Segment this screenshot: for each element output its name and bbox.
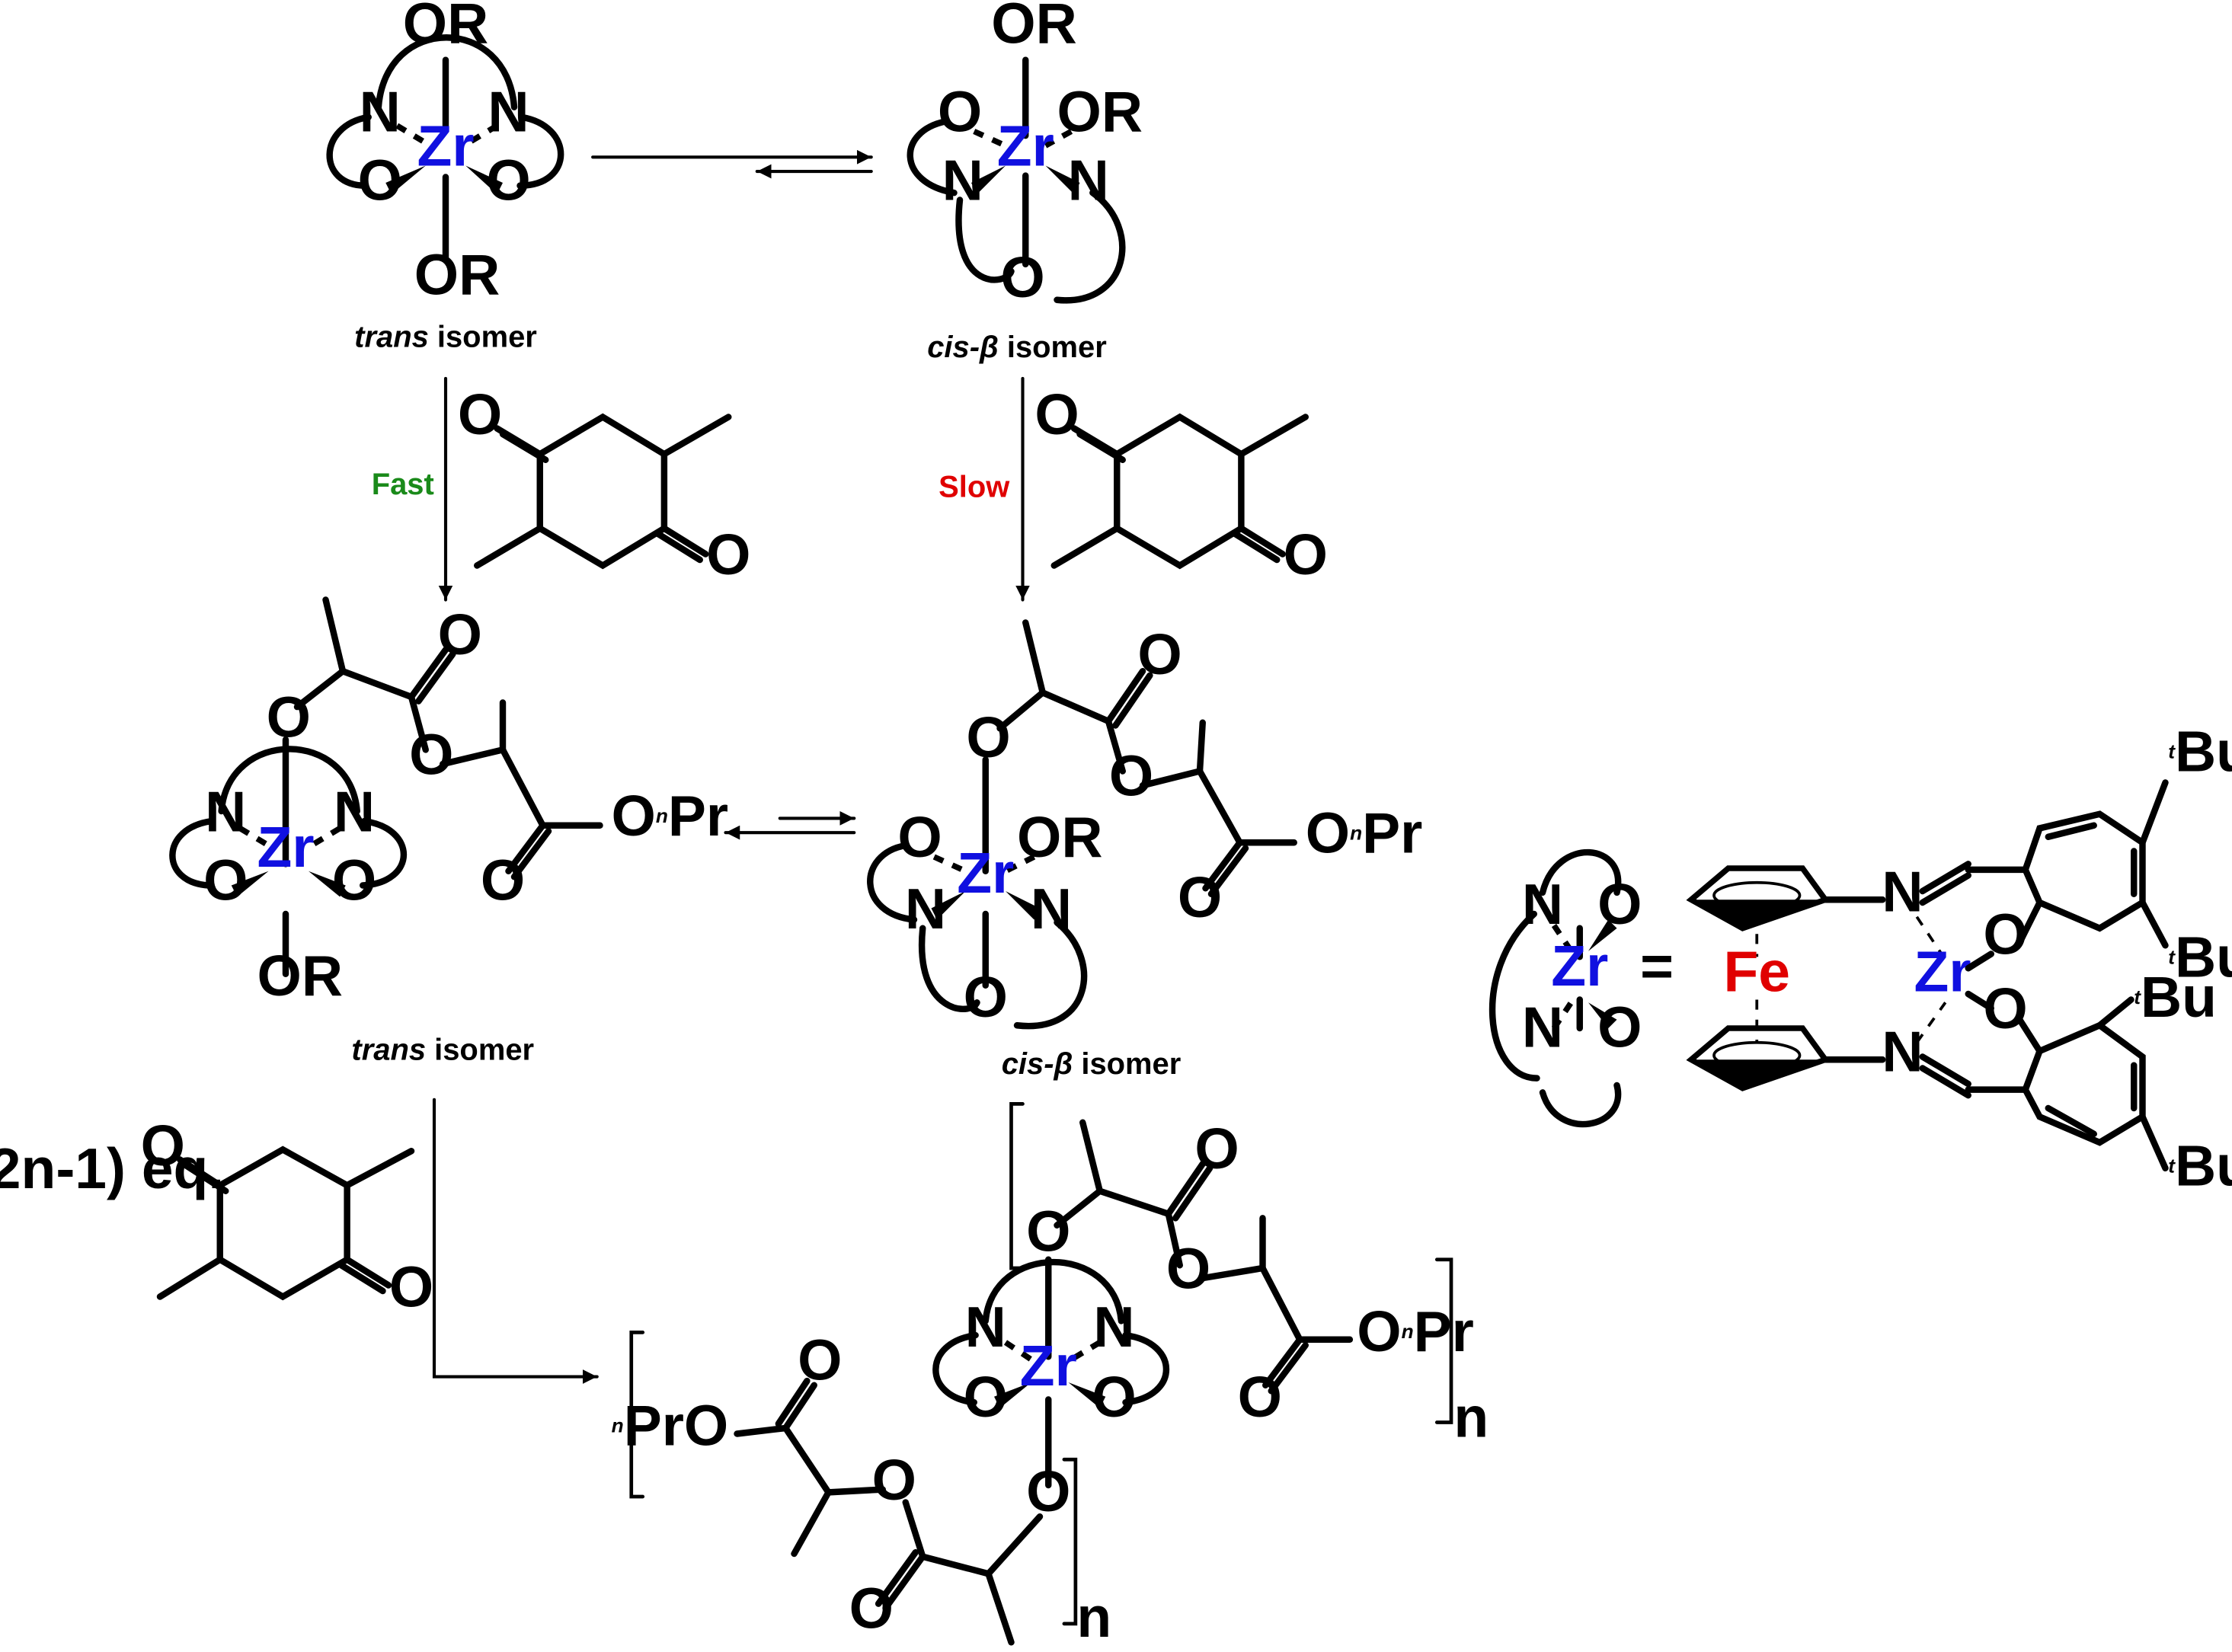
o-label: O: [964, 965, 1008, 1029]
o-label: O: [798, 1328, 842, 1392]
zr-label: Zr: [957, 841, 1014, 905]
trans-isomer-label: trans isomer: [351, 1033, 534, 1066]
o-label: O: [1238, 1365, 1282, 1429]
lactide-excess: (2n-1) eq. O O: [0, 1114, 433, 1319]
zr-label: Zr: [997, 114, 1054, 178]
trans-isomer-top: OR N N Zr O O OR trans isomer: [326, 0, 564, 354]
o-label: O: [332, 848, 376, 912]
opr-label: OnPr: [1306, 800, 1423, 864]
equilibrium-arrow: [591, 149, 873, 179]
n-label: N: [1068, 149, 1109, 212]
tbu-label: tBu: [2168, 720, 2232, 784]
zr-label: Zr: [1551, 934, 1608, 998]
o-label: O: [1034, 382, 1079, 446]
o-label: O: [1092, 1365, 1136, 1429]
o-label: O: [1284, 522, 1328, 586]
n-label: N: [905, 877, 946, 941]
n-label: N: [1522, 995, 1563, 1059]
zr-label: Zr: [257, 815, 315, 879]
o-label: O: [1026, 1200, 1070, 1264]
o-label: O: [203, 848, 248, 912]
tbu-label: tBu: [2168, 1133, 2232, 1197]
equals-sign: =: [1640, 934, 1674, 998]
slow-label: Slow: [939, 471, 1010, 504]
o-label: O: [1597, 995, 1642, 1059]
fe-label: Fe: [1723, 939, 1790, 1003]
n-label: N: [1093, 1295, 1134, 1359]
o-label: O: [141, 1114, 185, 1177]
o-label: O: [481, 848, 525, 912]
cis-beta-isomer-label: cis-β isomer: [927, 331, 1107, 364]
o-label: O: [706, 522, 750, 586]
n-label: N: [334, 779, 375, 843]
n-subscript: n: [1453, 1385, 1489, 1449]
o-label: O: [1000, 245, 1044, 309]
o-label: O: [389, 1255, 433, 1319]
or-label: OR: [403, 0, 489, 55]
o-label: O: [1178, 865, 1222, 929]
n-label: N: [1522, 872, 1563, 936]
or-label: OR: [257, 944, 344, 1008]
lactide-monomer: O O: [458, 382, 751, 586]
equilibrium-arrow: [724, 811, 856, 840]
trans-isomer-propagating: O O O OnPr O N N Zr O O OR trans isomer: [169, 596, 729, 1066]
zr-label: Zr: [417, 114, 475, 178]
o-label: O: [267, 685, 311, 749]
o-label: O: [966, 705, 1010, 769]
zr-label: Zr: [1020, 1334, 1077, 1398]
pro-label: nPrO: [612, 1394, 729, 1458]
o-label: O: [1597, 872, 1642, 936]
o-label: O: [358, 149, 402, 212]
o-label: O: [458, 382, 502, 446]
reaction-arrow: [432, 1098, 599, 1384]
o-label: O: [938, 80, 982, 144]
trans-isomer-label: trans isomer: [354, 321, 537, 354]
o-label: O: [1983, 976, 2027, 1040]
opr-label: OnPr: [612, 784, 729, 848]
o-label: O: [1026, 1459, 1070, 1523]
o-label: O: [964, 1365, 1008, 1429]
n-label: N: [942, 149, 983, 212]
o-label: O: [1109, 743, 1153, 807]
o-label: O: [1194, 1117, 1239, 1181]
n-label: N: [965, 1295, 1006, 1359]
o-label: O: [1983, 903, 2027, 967]
cis-beta-isomer-propagating: O O O OnPr O O OR Zr N N O cis-β isomer: [867, 619, 1423, 1081]
catalyst-definition: N O Zr N O = Fe N N: [1489, 720, 2232, 1197]
o-label: O: [1166, 1236, 1210, 1300]
n-label: N: [205, 779, 246, 843]
o-label: O: [872, 1448, 916, 1512]
tbu-label: tBu: [2168, 925, 2232, 989]
o-label: O: [849, 1577, 894, 1641]
or-label: OR: [1017, 805, 1103, 869]
tbu-label: tBu: [2134, 965, 2217, 1029]
o-label: O: [1137, 622, 1182, 686]
n-label: N: [488, 80, 529, 144]
n-subscript: n: [1076, 1585, 1111, 1649]
polymer-product: n O O O OnPr O: [612, 1102, 1489, 1649]
fast-label: Fast: [372, 468, 434, 501]
n-label: N: [1882, 1019, 1923, 1083]
o-label: O: [409, 722, 453, 786]
cis-beta-isomer-top: OR O OR Zr N N O cis-β isomer: [907, 0, 1143, 364]
or-label: OR: [414, 242, 500, 306]
n-label: N: [360, 80, 401, 144]
zr-label: Zr: [1914, 939, 1971, 1003]
lactide-monomer: O O: [1034, 382, 1328, 586]
n-label: N: [1031, 877, 1072, 941]
or-label: OR: [1057, 80, 1143, 144]
o-label: O: [897, 805, 942, 869]
o-label: O: [438, 602, 482, 666]
opr-label: OnPr: [1357, 1299, 1474, 1363]
or-label: OR: [991, 0, 1077, 55]
cis-beta-isomer-label: cis-β isomer: [1002, 1047, 1182, 1081]
n-label: N: [1882, 859, 1923, 923]
o-label: O: [486, 149, 530, 212]
